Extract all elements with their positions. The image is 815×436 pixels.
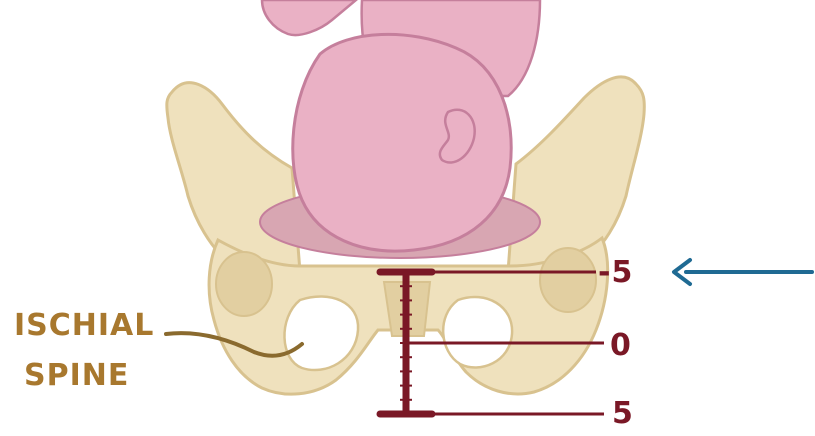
station-label-5: 5 [612, 396, 634, 431]
left-acetabulum [216, 252, 272, 316]
arrow-icon [674, 260, 812, 284]
station-label-0: 0 [610, 328, 632, 363]
right-acetabulum [540, 248, 596, 312]
ischial-spine-label-line2: SPINE [24, 358, 129, 393]
right-obturator-foramen [443, 297, 512, 367]
station-label-minus5: -5 [598, 255, 633, 290]
baby-body [262, 0, 356, 35]
baby-head [293, 34, 511, 251]
right-iliac-wing [508, 77, 644, 276]
ischial-spine-label-line1: ISCHIAL [14, 308, 154, 343]
